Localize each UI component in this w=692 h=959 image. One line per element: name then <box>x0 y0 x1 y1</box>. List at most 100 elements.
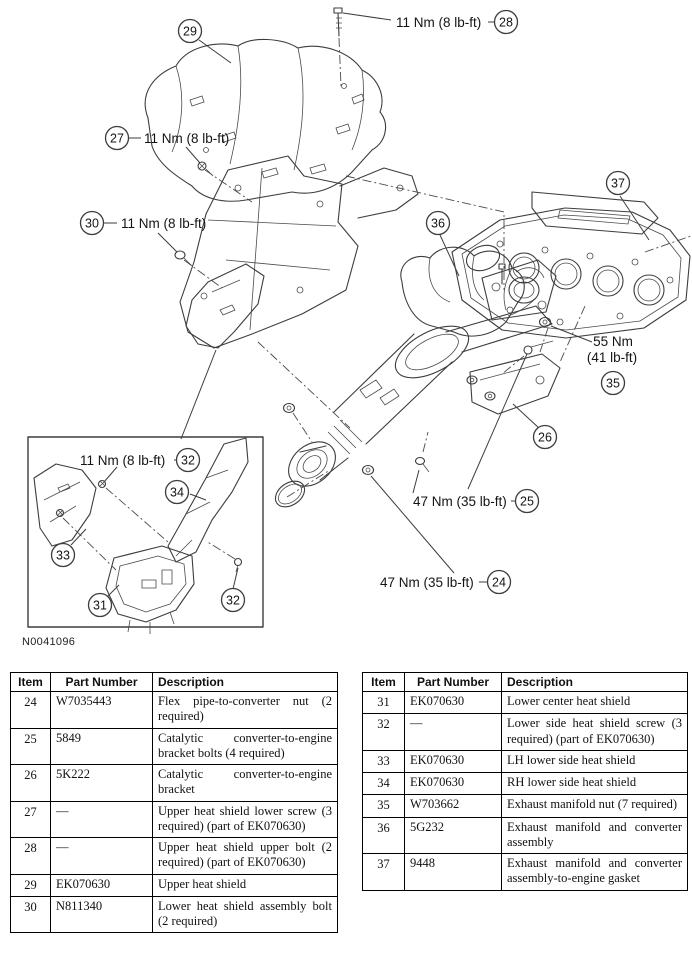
svg-text:31: 31 <box>93 599 107 613</box>
svg-text:34: 34 <box>170 486 184 500</box>
svg-text:28: 28 <box>499 16 513 30</box>
svg-text:24: 24 <box>492 576 506 590</box>
part-number-cell: — <box>50 837 153 875</box>
item-cell: 34 <box>362 771 405 796</box>
description-cell: Catalytic converter-to-engine bracket <box>152 764 338 802</box>
part-number-cell: 5K222 <box>50 764 153 802</box>
part-lower-center-heat-shield <box>105 545 195 634</box>
part-number-cell: N811340 <box>50 895 153 934</box>
col-header-description: Description <box>152 672 338 692</box>
torque-labels: 11 Nm (8 lb-ft) 11 Nm (8 lb-ft) 11 Nm (8… <box>80 15 637 590</box>
item-cell: 32 <box>362 713 405 751</box>
description-cell: Flex pipe-to-converter nut (2 required) <box>152 691 338 729</box>
callout-30: 30 <box>79 210 105 236</box>
item-cell: 26 <box>10 764 51 802</box>
callout-32-top: 32 <box>175 447 201 473</box>
table-header-row: Item Part Number Description <box>362 672 688 692</box>
item-cell: 29 <box>10 873 51 897</box>
description-cell: Exhaust manifold nut (7 required) <box>501 794 688 818</box>
description-cell: Exhaust manifold and converter assembly <box>501 816 688 854</box>
torque-label-24: 47 Nm (35 lb-ft) <box>380 575 474 590</box>
part-number-cell: EK070630 <box>404 771 502 796</box>
item-cell: 36 <box>362 816 405 854</box>
item-cell: 25 <box>10 727 51 765</box>
description-cell: LH lower side heat shield <box>501 749 688 774</box>
description-cell: Catalytic converter-to-engine bracket bo… <box>152 727 338 765</box>
part-number-cell: 5G232 <box>404 816 502 854</box>
item-cell: 24 <box>10 691 51 729</box>
item-cell: 33 <box>362 749 405 774</box>
svg-text:37: 37 <box>611 177 625 191</box>
col-header-description: Description <box>501 672 688 692</box>
svg-text:32: 32 <box>181 454 195 468</box>
item-cell: 30 <box>10 895 51 934</box>
svg-text:25: 25 <box>520 495 534 509</box>
torque-label-27: 11 Nm (8 lb-ft) <box>144 131 229 146</box>
description-cell: Upper heat shield <box>152 873 338 897</box>
svg-text:36: 36 <box>431 217 445 231</box>
stud-icon <box>498 263 506 285</box>
item-cell: 28 <box>10 837 51 875</box>
callout-24: 24 <box>486 569 512 595</box>
inset-screw-right-icon <box>233 557 243 573</box>
bracket-nut-icon <box>466 375 478 385</box>
nut-35-icon <box>538 316 552 328</box>
leader-lines <box>70 12 650 598</box>
torque-label-35-line2: (41 lb-ft) <box>587 350 637 365</box>
bracket-screw-icon <box>523 340 554 355</box>
torque-label-30: 11 Nm (8 lb-ft) <box>121 216 206 231</box>
callout-26: 26 <box>532 424 558 450</box>
part-number-cell: 5849 <box>50 727 153 765</box>
col-header-item: Item <box>362 672 405 692</box>
part-center-heat-shield-assembly <box>179 155 419 349</box>
table-header-row: Item Part Number Description <box>10 672 338 692</box>
item-cell: 35 <box>362 794 405 818</box>
part-number-cell: — <box>404 713 502 751</box>
description-cell: Lower center heat shield <box>501 690 688 715</box>
callout-37: 37 <box>605 170 631 196</box>
col-header-item: Item <box>10 672 51 692</box>
callout-34: 34 <box>164 479 190 505</box>
col-header-part-number: Part Number <box>50 672 153 692</box>
description-cell: RH lower side heat shield <box>501 771 688 796</box>
callout-33: 33 <box>50 542 76 568</box>
table-row: 28—Upper heat shield upper bolt (2 requi… <box>10 837 338 875</box>
svg-text:30: 30 <box>85 217 99 231</box>
svg-text:35: 35 <box>606 377 620 391</box>
part-number-cell: EK070630 <box>50 873 153 897</box>
exploded-parts-diagram: 11 Nm (8 lb-ft) 11 Nm (8 lb-ft) 11 Nm (8… <box>27 7 692 634</box>
description-cell: Upper heat shield upper bolt (2 required… <box>152 837 338 875</box>
part-number-cell: EK070630 <box>404 690 502 715</box>
table-row: 32—Lower side heat shield screw (3 requi… <box>362 713 688 751</box>
part-exhaust-manifold-converter-assembly <box>274 246 557 508</box>
description-cell: Lower heat shield assembly bolt (2 requi… <box>152 895 338 934</box>
svg-text:33: 33 <box>56 549 70 563</box>
callout-28: 28 <box>493 9 519 35</box>
torque-label-28: 11 Nm (8 lb-ft) <box>396 15 481 30</box>
description-cell: Upper heat shield lower screw (3 require… <box>152 800 338 838</box>
callouts: 29 28 27 30 37 36 35 26 25 24 32 34 33 3… <box>50 9 631 618</box>
svg-text:32: 32 <box>226 594 240 608</box>
bolt-28-icon <box>333 7 343 37</box>
torque-label-32: 11 Nm (8 lb-ft) <box>80 453 165 468</box>
part-upper-heat-shield <box>144 38 387 202</box>
part-rh-lower-side-heat-shield <box>167 437 249 563</box>
description-cell: Exhaust manifold and converter assembly-… <box>501 853 688 891</box>
torque-label-35-line1: 55 Nm <box>593 334 633 349</box>
callout-36: 36 <box>425 210 451 236</box>
callout-27: 27 <box>104 125 130 151</box>
callout-25: 25 <box>514 488 540 514</box>
callout-35: 35 <box>600 370 626 396</box>
